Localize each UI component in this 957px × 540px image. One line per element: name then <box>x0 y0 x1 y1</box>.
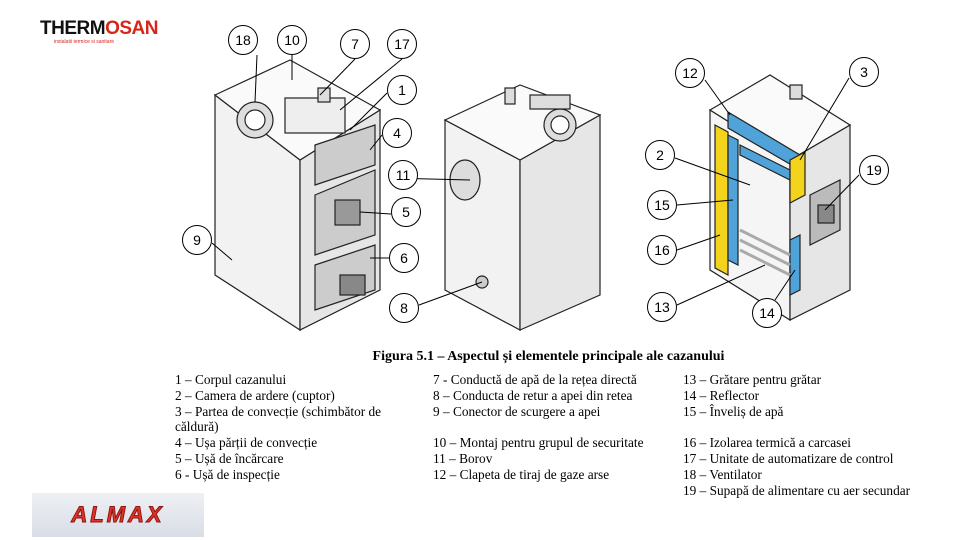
legend-column-2: 7 - Conductă de apă de la rețea directă … <box>433 372 643 483</box>
callout-3: 3 <box>849 57 879 87</box>
legend-item: 16 – Izolarea termică a carcasei <box>683 435 851 451</box>
callout-6: 6 <box>389 243 419 273</box>
legend-item: 11 – Borov <box>433 450 493 466</box>
callout-7: 7 <box>340 29 370 59</box>
legend-item: 6 - Ușă de inspecție <box>175 466 280 482</box>
legend-item: 18 – Ventilator <box>683 466 762 482</box>
legend-column-1: 1 – Corpul cazanului 2 – Camera de arder… <box>175 372 381 483</box>
callout-2: 2 <box>645 140 675 170</box>
callout-16: 16 <box>647 235 677 265</box>
callout-10: 10 <box>277 25 307 55</box>
callout-5: 5 <box>391 197 421 227</box>
callout-1: 1 <box>387 75 417 105</box>
thermosan-logo: THERMOSAN instalatii termice si sanitare <box>40 19 158 45</box>
legend-column-3: 13 – Grătare pentru grătar 14 – Reflecto… <box>683 372 910 498</box>
legend-item <box>683 419 910 435</box>
legend-item: 5 – Ușă de încărcare <box>175 450 284 466</box>
legend-item: 14 – Reflector <box>683 387 760 403</box>
callout-17: 17 <box>387 29 417 59</box>
boiler-cutaway-view <box>708 74 852 322</box>
legend-item: 13 – Grătare pentru grătar <box>683 372 822 387</box>
callout-15: 15 <box>647 190 677 220</box>
callout-19: 19 <box>859 155 889 185</box>
callout-8: 8 <box>389 293 419 323</box>
legend-item: 9 – Conector de scurgere a apei <box>433 403 601 419</box>
leader-lines <box>211 54 860 306</box>
legend-item: 3 – Partea de convecție (schimbător de <box>175 403 382 419</box>
figure-caption: Figura 5.1 – Aspectul și elementele prin… <box>372 349 725 364</box>
boiler-front-view <box>213 59 382 332</box>
legend-item: 2 – Camera de ardere (cuptor) <box>175 387 335 403</box>
legend-item: 4 – Ușa părții de convecție <box>175 435 318 451</box>
boiler-diagrams <box>211 54 860 332</box>
legend-item: 8 – Conducta de retur a apei din retea <box>433 387 633 403</box>
callout-13: 13 <box>647 292 677 322</box>
legend-item: 10 – Montaj pentru grupul de securitate <box>433 435 644 451</box>
legend-item: 7 - Conductă de apă de la rețea directă <box>433 372 637 387</box>
almax-logo: ALMAX <box>32 493 204 537</box>
legend-item: 19 – Supapă de alimentare cu aer secunda… <box>683 482 911 498</box>
legend-item: căldură) <box>175 419 219 435</box>
callout-12: 12 <box>675 58 705 88</box>
boiler-rear-view <box>443 84 602 331</box>
thermosan-wordmark: THERMOSAN <box>40 18 158 39</box>
legend-item: 1 – Corpul cazanului <box>175 372 287 387</box>
callout-14: 14 <box>752 298 782 328</box>
thermosan-tagline: instalatii termice si sanitare <box>54 39 115 45</box>
legend-item <box>433 419 643 435</box>
callout-11: 11 <box>388 160 418 190</box>
legend-item: 17 – Unitate de automatizare de control <box>683 450 894 466</box>
legend-item: 12 – Clapeta de tiraj de gaze arse <box>433 466 610 482</box>
callout-4: 4 <box>382 118 412 148</box>
callout-18: 18 <box>228 25 258 55</box>
legend-item: 15 – Înveliș de apă <box>683 403 784 419</box>
callout-9: 9 <box>182 225 212 255</box>
